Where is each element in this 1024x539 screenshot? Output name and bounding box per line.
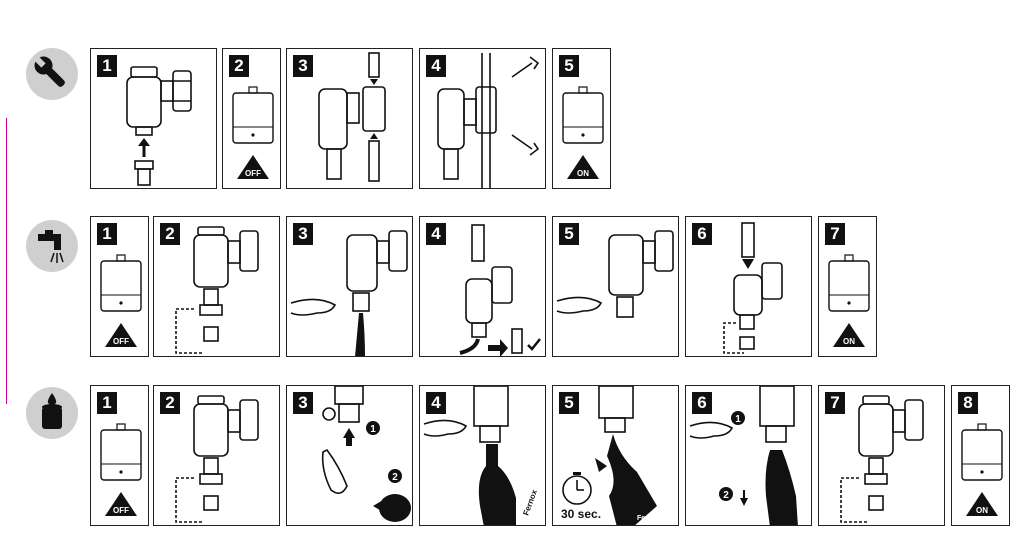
filter-valve-illustration	[175, 395, 259, 523]
filter-tighten-illustration	[437, 53, 540, 188]
step-number: 5	[559, 392, 579, 414]
step-panel: 3	[286, 48, 413, 189]
svg-text:Fernox: Fernox	[521, 488, 539, 517]
step-number: 1	[97, 223, 117, 245]
step-marker-2: 2	[392, 472, 398, 483]
section-dosing: 1 OFF 2 3	[0, 383, 1024, 528]
magnet-check-illustration	[459, 224, 541, 356]
section-installation: 1 2 OFF 3	[0, 46, 1024, 191]
step-number: 2	[160, 223, 180, 245]
step-panel: 4	[419, 216, 546, 357]
filter-hand-illustration	[556, 230, 674, 318]
magnet-insert-illustration	[723, 222, 783, 354]
step-panel: 1	[90, 48, 217, 189]
timer-label: 30 sec.	[561, 507, 602, 521]
section-cleaning: 1 OFF 2 3	[0, 214, 1024, 359]
step-panel: 2 OFF	[222, 48, 281, 189]
step-number: 3	[293, 392, 313, 414]
boiler-on-illustration: ON	[961, 423, 1003, 516]
filter-valve-illustration	[175, 226, 259, 354]
step-number: 4	[426, 55, 446, 77]
chemical-dose-icon	[26, 387, 78, 439]
step-panel: 6	[685, 216, 812, 357]
dose-wait-illustration: Fernox	[562, 386, 660, 525]
bottle-brand: Fernox	[637, 515, 660, 522]
dose-open-illustration: Fernox	[423, 386, 539, 525]
margin-rule	[6, 118, 7, 404]
step-number: 7	[825, 392, 845, 414]
step-panel: 5	[552, 216, 679, 357]
step-panel: 1 OFF	[90, 216, 149, 357]
filter-drain-illustration	[290, 230, 408, 356]
step-number: 5	[559, 55, 579, 77]
step-number: 3	[293, 55, 313, 77]
step-panel: 4 Fernox	[419, 385, 546, 526]
off-badge: OFF	[245, 169, 261, 178]
step-panel: 3 1 2	[286, 385, 413, 526]
boiler-on-illustration: ON	[562, 86, 604, 179]
step-number: 7	[825, 223, 845, 245]
step-number: 2	[229, 55, 249, 77]
on-badge: ON	[577, 169, 589, 178]
step-number: 1	[97, 55, 117, 77]
on-badge: ON	[976, 506, 988, 515]
on-badge: ON	[843, 337, 855, 346]
step-panel: 6 1 2	[685, 385, 812, 526]
step-marker-1: 1	[370, 424, 376, 435]
step-panel: 5 Fernox 30 sec.	[552, 385, 679, 526]
boiler-on-illustration: ON	[828, 254, 870, 347]
step-number: 5	[559, 223, 579, 245]
step-number: 2	[160, 392, 180, 414]
off-badge: OFF	[113, 506, 129, 515]
step-panel: 7 ON	[818, 216, 877, 357]
step-number: 4	[426, 223, 446, 245]
step-panel: 2	[153, 385, 280, 526]
boiler-off-illustration: OFF	[232, 86, 274, 179]
step-panel: 1 OFF	[90, 385, 149, 526]
step-panel: 4	[419, 48, 546, 189]
step-panel: 3	[286, 216, 413, 357]
filter-connect-illustration	[318, 52, 386, 182]
step-panel: 2	[153, 216, 280, 357]
filter-valve-illustration	[840, 395, 924, 523]
step-marker-2: 2	[723, 490, 729, 501]
step-panel: 5 ON	[552, 48, 611, 189]
step-number: 3	[293, 223, 313, 245]
step-marker-1: 1	[735, 414, 741, 425]
tap-water-icon	[26, 220, 78, 272]
dose-remove-illustration: 1 2	[689, 386, 798, 525]
step-number: 4	[426, 392, 446, 414]
off-badge: OFF	[113, 337, 129, 346]
step-number: 1	[97, 392, 117, 414]
step-panel: 8 ON	[951, 385, 1010, 526]
filter-insert-illustration	[126, 66, 192, 186]
boiler-off-illustration: OFF	[100, 254, 142, 347]
step-number: 6	[692, 392, 712, 414]
step-number: 8	[958, 392, 978, 414]
dose-attach-illustration: 1 2	[321, 386, 411, 522]
wrench-icon	[26, 48, 78, 100]
boiler-off-illustration: OFF	[100, 423, 142, 516]
step-number: 6	[692, 223, 712, 245]
step-panel: 7	[818, 385, 945, 526]
